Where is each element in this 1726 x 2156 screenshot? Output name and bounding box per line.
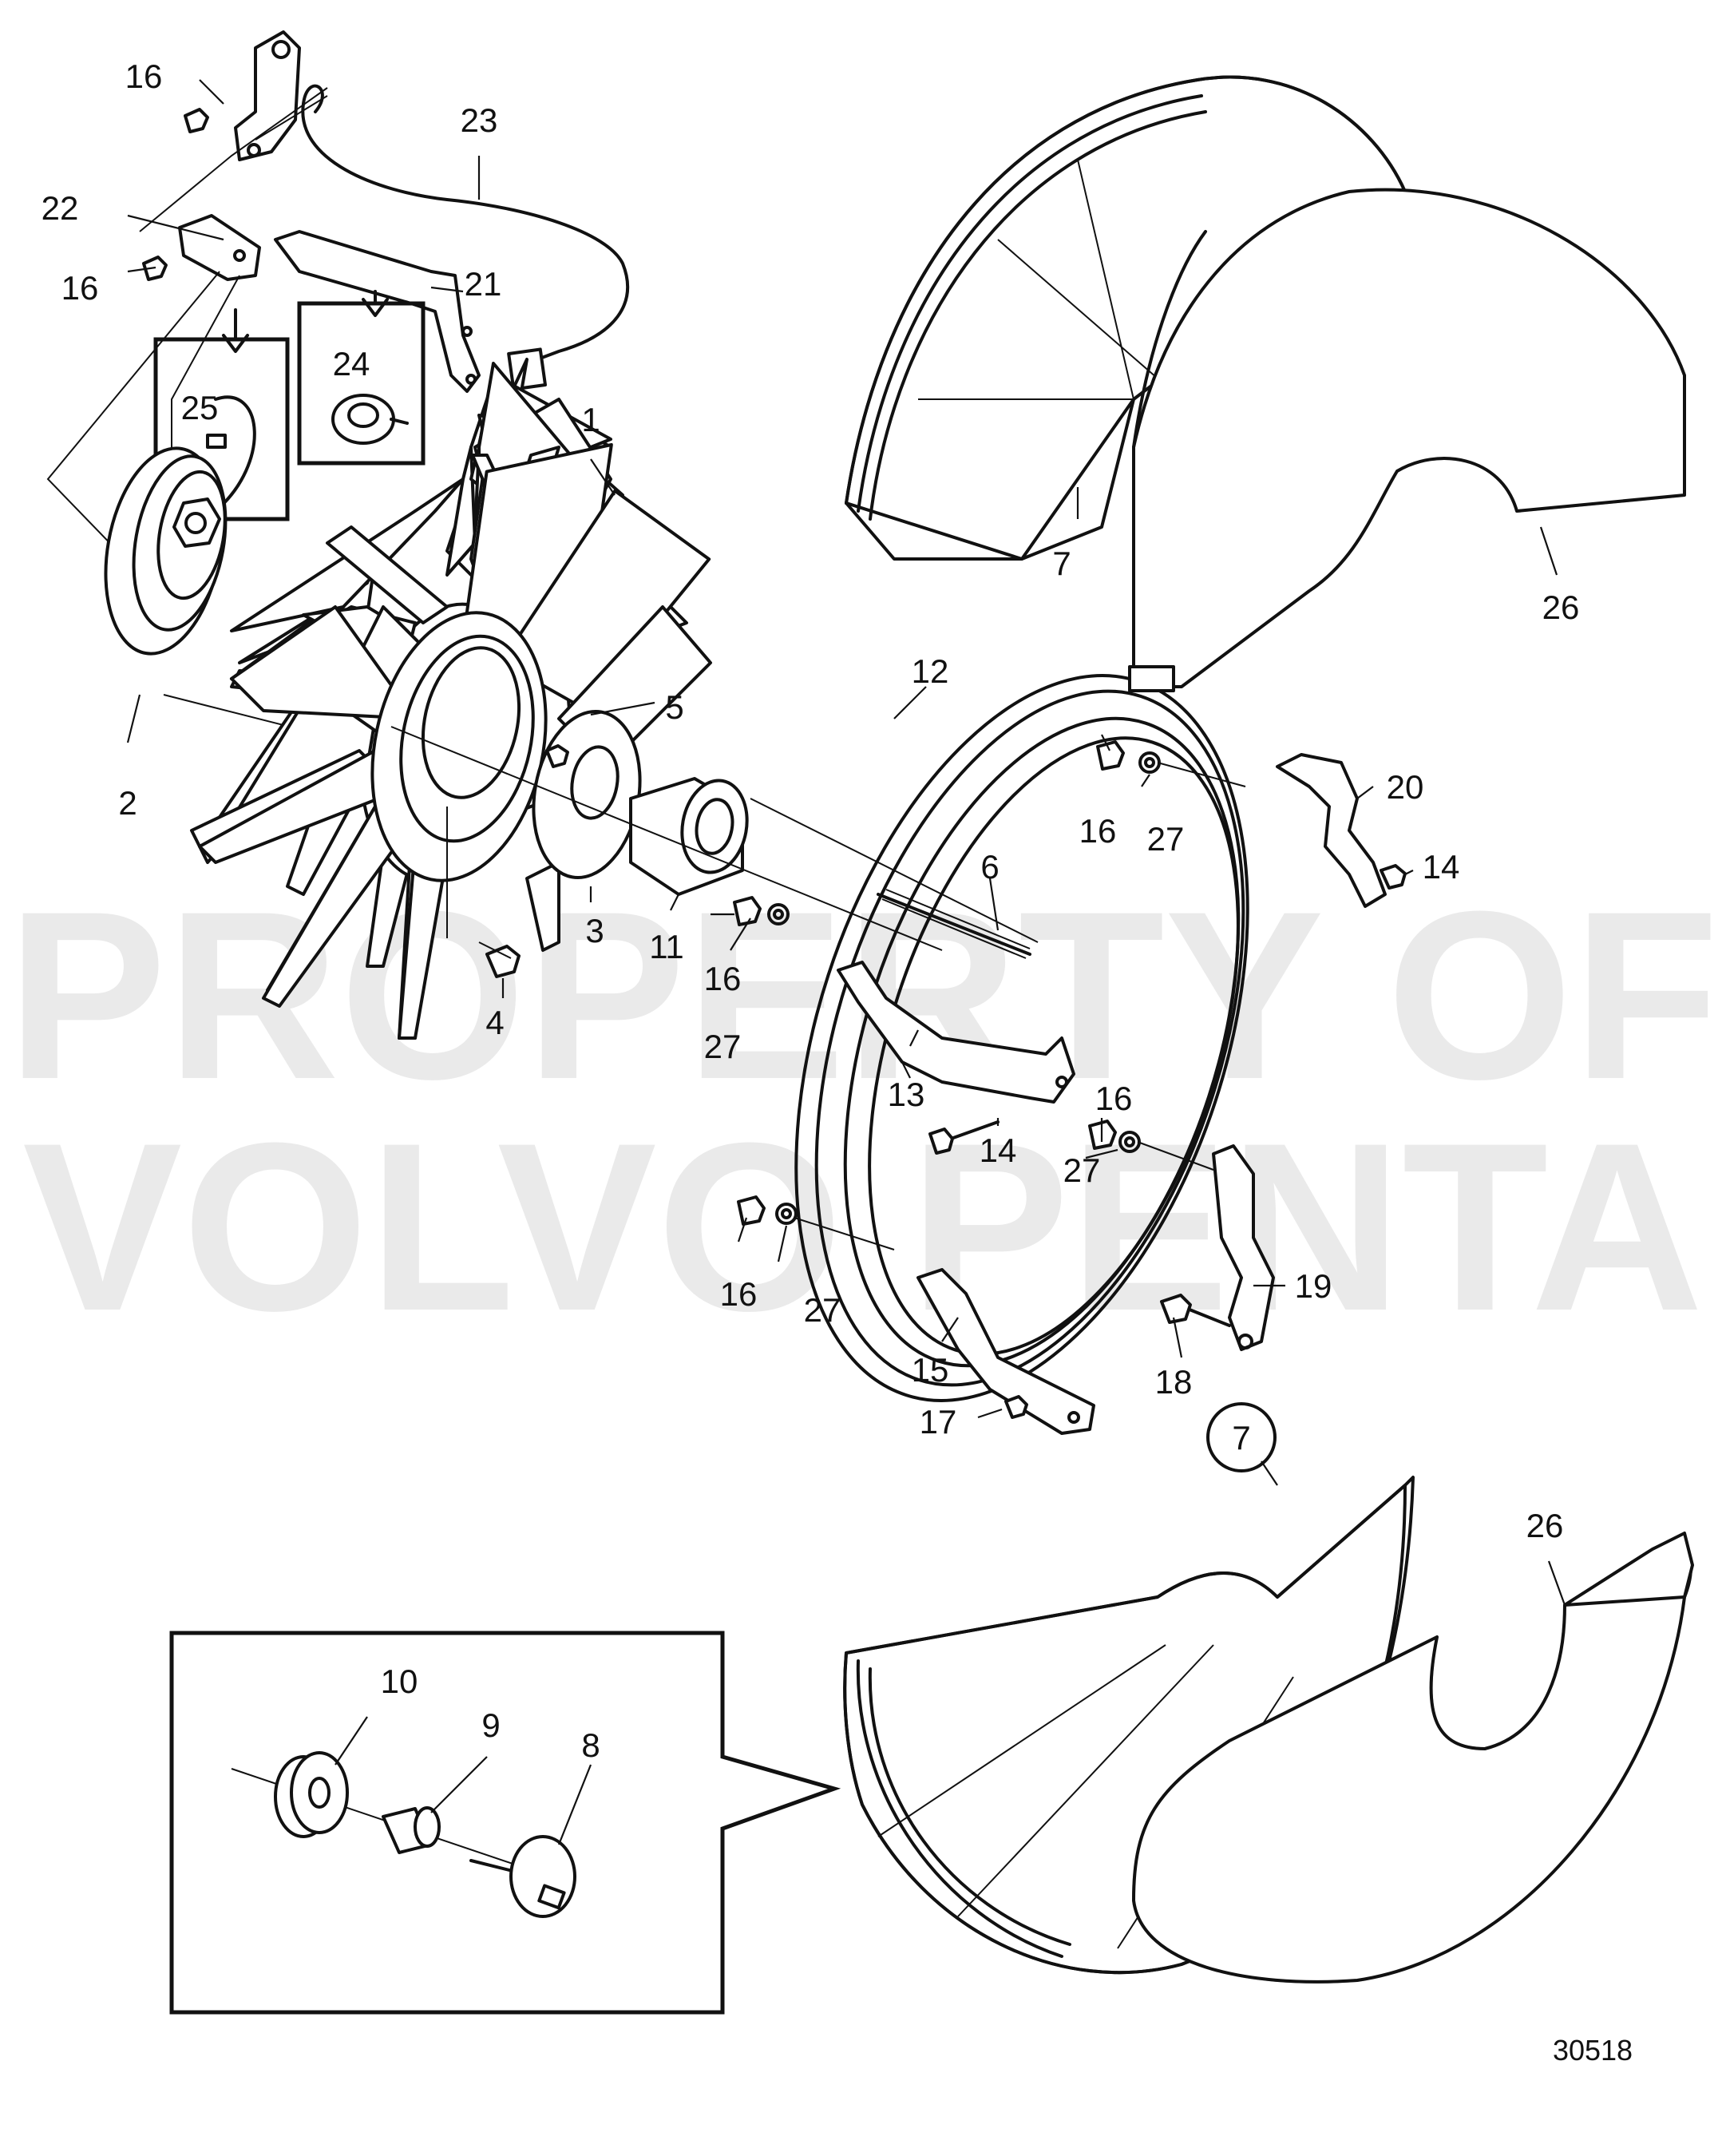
callout-9: 9 [481,1706,500,1744]
callout-16-sleeve: 16 [704,960,742,997]
callout-23: 23 [461,101,498,139]
upper-fan-guard [845,75,1407,561]
detail-box-mount [169,1631,841,2015]
upper-cover [1128,188,1686,692]
callout-19: 19 [1295,1267,1332,1305]
callout-7-upper: 7 [1052,545,1071,582]
callout-5: 5 [665,688,683,726]
leader-lines [126,79,1566,1845]
watermark-line-2: VOLVO PENTA [22,1092,1704,1361]
callout-13: 13 [888,1076,925,1113]
callout-4: 4 [485,1004,504,1041]
callout-21: 21 [465,265,502,303]
callout-12: 12 [912,652,949,690]
callout-14-right: 14 [1423,848,1460,886]
callout-20: 20 [1387,768,1424,806]
bolt-18 [1160,1294,1231,1327]
sleeve [629,777,749,896]
callout-10: 10 [381,1663,418,1700]
callout-8: 8 [581,1726,600,1764]
ring-fasteners [733,740,1246,1226]
bolt-4 [478,941,521,978]
bracket-19 [1212,1144,1275,1351]
pulley-hub [104,446,448,767]
callout-6: 6 [980,848,999,886]
callout-7-lower: 7 [1232,1419,1250,1456]
callout-17: 17 [920,1403,957,1441]
bolt-14-mid [928,1120,1000,1155]
callouts: 1 2 3 4 5 6 7 7 8 9 10 11 12 13 14 14 15… [42,57,1580,1764]
callout-26-lower: 26 [1526,1507,1564,1544]
callout-16-left: 16 [61,269,99,307]
figure-number: 30518 [1553,2034,1633,2067]
shroud-ring [794,674,1249,1402]
callout-14-mid: 14 [980,1132,1017,1169]
callout-18: 18 [1155,1363,1193,1401]
callout-16-ring-top: 16 [1079,812,1117,850]
callout-16-ring-low: 16 [720,1275,758,1313]
detail-box-clip [297,290,426,466]
callout-24: 24 [333,345,370,382]
bracket-20 [1276,753,1407,908]
callout-25: 25 [181,389,219,426]
callout-1: 1 [581,401,600,438]
callout-3: 3 [585,912,604,949]
callout-11: 11 [649,928,684,965]
lower-cover [1132,1532,1694,1984]
callout-27-ring-low: 27 [804,1291,841,1329]
bracket-15 [916,1268,1095,1435]
callout-26-upper: 26 [1542,589,1580,626]
callout-15: 15 [912,1351,949,1389]
callout-27-ring-top: 27 [1147,820,1185,858]
watermark: PROPERTY OF VOLVO PENTA [7,861,1720,1361]
callout-27-sleeve: 27 [704,1028,742,1065]
callout-27-ring-mid: 27 [1063,1151,1101,1189]
callout-16-top: 16 [125,57,163,95]
callout-16-ring-mid: 16 [1095,1080,1133,1117]
callout-circle-7 [1206,1402,1277,1472]
lower-fasteners [794,1217,895,1250]
callout-2: 2 [118,784,137,822]
callout-22: 22 [42,189,79,227]
